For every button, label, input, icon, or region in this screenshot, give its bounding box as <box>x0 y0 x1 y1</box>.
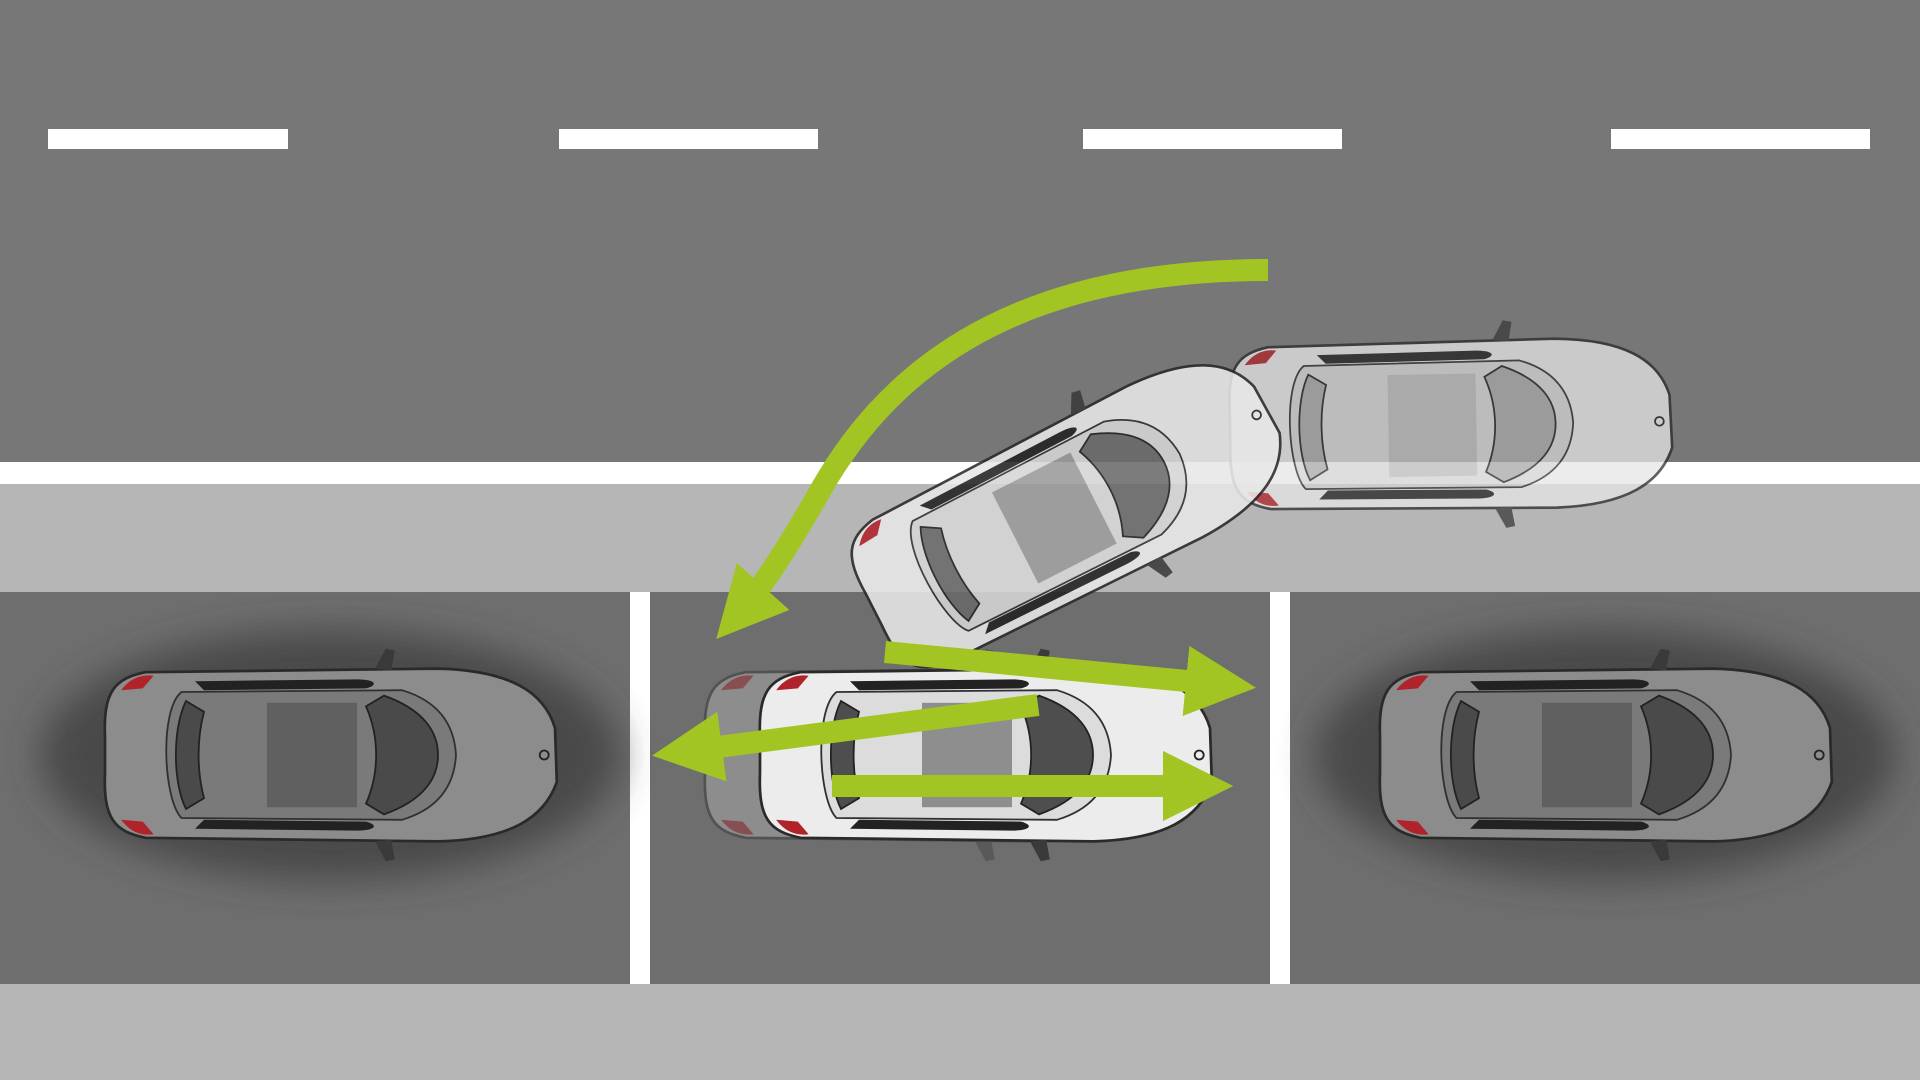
approach-curve-arrow <box>716 259 1269 640</box>
bay-line-right <box>1270 592 1290 984</box>
sidewalk-lower <box>0 984 1920 1080</box>
parked-car-right <box>1378 647 1834 863</box>
parked-car-left <box>103 647 559 863</box>
bay-line-left <box>630 592 650 984</box>
reverse-arrow-middle <box>652 694 1040 782</box>
lane-dashes <box>48 129 1870 149</box>
forward-arrow-top <box>883 641 1257 716</box>
maneuvering-car-start <box>1226 315 1675 534</box>
